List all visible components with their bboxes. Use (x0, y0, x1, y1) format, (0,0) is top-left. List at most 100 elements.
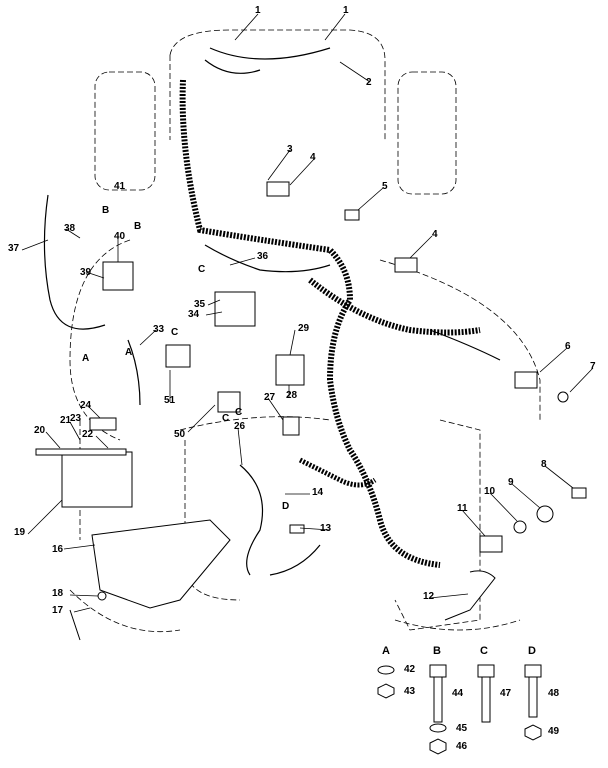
clamp-18 (97, 591, 107, 601)
callout-13: 13 (320, 523, 332, 534)
leader-lines (21, 13, 594, 613)
letter-c-1: C (171, 327, 179, 338)
ignition-switch-35 (214, 291, 256, 327)
callout-4a: 4 (310, 152, 316, 163)
callout-1a: 1 (255, 5, 261, 16)
cover-12 (444, 570, 496, 621)
callout-29: 29 (298, 323, 310, 334)
callout-33: 33 (153, 324, 165, 335)
bracket-50 (217, 391, 241, 413)
callout-10: 10 (484, 486, 496, 497)
callout-41: 41 (114, 181, 126, 192)
callout-26: 26 (234, 421, 246, 432)
callout-43: 43 (404, 686, 416, 697)
terminal-cover-23 (89, 417, 117, 431)
callout-11: 11 (457, 503, 468, 514)
fuse-13 (289, 524, 305, 534)
callout-3: 3 (287, 144, 293, 155)
callout-46: 46 (456, 741, 468, 752)
callout-27: 27 (264, 392, 276, 403)
switch-11 (479, 535, 503, 553)
bracket-51 (165, 344, 191, 368)
cable-bolt-20 (35, 448, 127, 456)
callout-45: 45 (456, 723, 468, 734)
callout-38: 38 (64, 223, 76, 234)
letter-b-2: B (134, 221, 142, 232)
callout-4b: 4 (432, 229, 438, 240)
callout-8: 8 (541, 459, 547, 470)
wires (43, 47, 501, 576)
relay-connector-4b (394, 257, 418, 273)
solenoid-40 (102, 261, 134, 291)
callout-36: 36 (257, 251, 269, 262)
callout-24: 24 (80, 400, 92, 411)
hardware-parts (377, 664, 542, 755)
bolt-shank-44 (433, 676, 443, 723)
callout-18: 18 (52, 588, 64, 599)
letter-a-2: A (125, 347, 133, 358)
front-right-wheel-outline (397, 71, 457, 195)
nut-49 (524, 724, 542, 741)
callout-20: 20 (34, 425, 46, 436)
callout-14: 14 (312, 487, 324, 498)
components (35, 181, 587, 641)
callout-39: 39 (80, 267, 92, 278)
grommet-9 (536, 505, 554, 523)
letter-b-1: B (102, 205, 110, 216)
letter-c-2: C (198, 264, 206, 275)
hose-17 (69, 609, 81, 641)
relay-connector-4 (266, 181, 290, 197)
callout-1b: 1 (343, 5, 349, 16)
callout-2: 2 (366, 77, 372, 88)
letter-d-1: D (282, 501, 290, 512)
callout-6: 6 (565, 341, 571, 352)
callout-50: 50 (174, 429, 186, 440)
hardware-header-d: D (528, 645, 536, 657)
callout-42: 42 (404, 664, 416, 675)
bolt-head-44 (429, 664, 447, 678)
callout-5: 5 (382, 181, 388, 192)
callout-28: 28 (286, 390, 298, 401)
callout-21: 21 (60, 415, 72, 426)
connector-5 (344, 209, 360, 221)
nut-10 (513, 520, 527, 534)
battery-19 (61, 451, 133, 508)
callout-19: 19 (14, 527, 26, 538)
lock-washer-42 (377, 665, 395, 675)
switch-6 (514, 371, 538, 389)
callout-49: 49 (548, 726, 560, 737)
letter-c-4: C (235, 407, 243, 418)
callout-23: 23 (70, 413, 82, 424)
callout-34: 34 (188, 309, 200, 320)
ring-7 (557, 391, 569, 403)
callout-12: 12 (423, 591, 435, 602)
callout-35: 35 (194, 299, 206, 310)
bolt-shank-47 (481, 676, 491, 723)
callout-44: 44 (452, 688, 464, 699)
callout-51: 51 (164, 395, 176, 406)
connector-8 (571, 487, 587, 499)
callout-22: 22 (82, 429, 94, 440)
callout-48: 48 (548, 688, 560, 699)
bolt-head-48 (524, 664, 542, 678)
callout-9: 9 (508, 477, 514, 488)
hardware-header-c: C (480, 645, 488, 657)
nut-43 (377, 683, 395, 699)
battery-tray-16 (91, 519, 231, 609)
main-harness-coil (179, 79, 481, 568)
hour-meter-28 (275, 354, 305, 386)
callout-7: 7 (590, 361, 596, 372)
letter-c-3: C (222, 413, 230, 424)
lock-washer-45 (429, 723, 447, 733)
callout-47: 47 (500, 688, 512, 699)
hardware-header-b: B (433, 645, 441, 657)
nut-46 (429, 738, 447, 755)
plug-27 (282, 416, 300, 436)
callout-17: 17 (52, 605, 64, 616)
bolt-shank-48 (528, 676, 538, 718)
front-left-wheel-outline (94, 71, 156, 191)
callout-16: 16 (52, 544, 64, 555)
callout-37: 37 (8, 243, 20, 254)
bolt-head-47 (477, 664, 495, 678)
